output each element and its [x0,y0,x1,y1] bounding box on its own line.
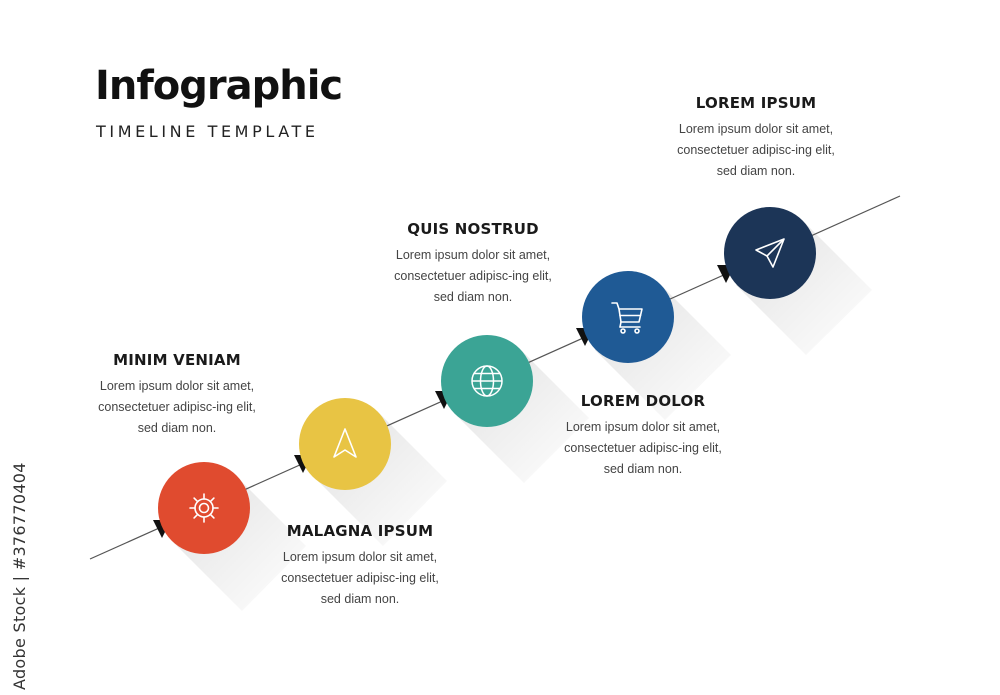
step-4-circle [582,271,674,363]
step-4-description: Lorem ipsum dolor sit amet, consectetuer… [564,420,722,476]
shopping-cart-icon [611,302,643,334]
navigation-arrow-icon [333,428,357,458]
step-4-text: LOREM DOLOR Lorem ipsum dolor sit amet, … [558,392,728,480]
step-4-title: LOREM DOLOR [580,392,706,410]
step-3-title: QUIS NOSTRUD [407,220,539,238]
step-1-circle [158,462,250,554]
step-5-description: Lorem ipsum dolor sit amet, consectetuer… [677,122,835,178]
step-2-circle [299,398,391,490]
step-2-title: MALAGNA IPSUM [286,522,434,540]
step-5-text: LOREM IPSUM Lorem ipsum dolor sit amet, … [671,94,841,182]
step-1-text: MINIM VENIAM Lorem ipsum dolor sit amet,… [92,351,262,439]
step-2-description: Lorem ipsum dolor sit amet, consectetuer… [281,550,439,606]
page-subtitle: TIMELINE TEMPLATE [96,122,319,141]
page-title: Infographic [95,63,343,109]
globe-icon [471,365,503,397]
stock-watermark: Adobe Stock | #376770404 [10,462,29,690]
step-5-title: LOREM IPSUM [695,94,817,112]
paper-plane-icon [755,238,785,268]
step-3-text: QUIS NOSTRUD Lorem ipsum dolor sit amet,… [388,220,558,308]
step-2-text: MALAGNA IPSUM Lorem ipsum dolor sit amet… [275,522,445,610]
step-1-description: Lorem ipsum dolor sit amet, consectetuer… [98,379,256,435]
gear-icon [189,493,219,523]
step-3-description: Lorem ipsum dolor sit amet, consectetuer… [394,248,552,304]
step-1-title: MINIM VENIAM [113,351,241,369]
